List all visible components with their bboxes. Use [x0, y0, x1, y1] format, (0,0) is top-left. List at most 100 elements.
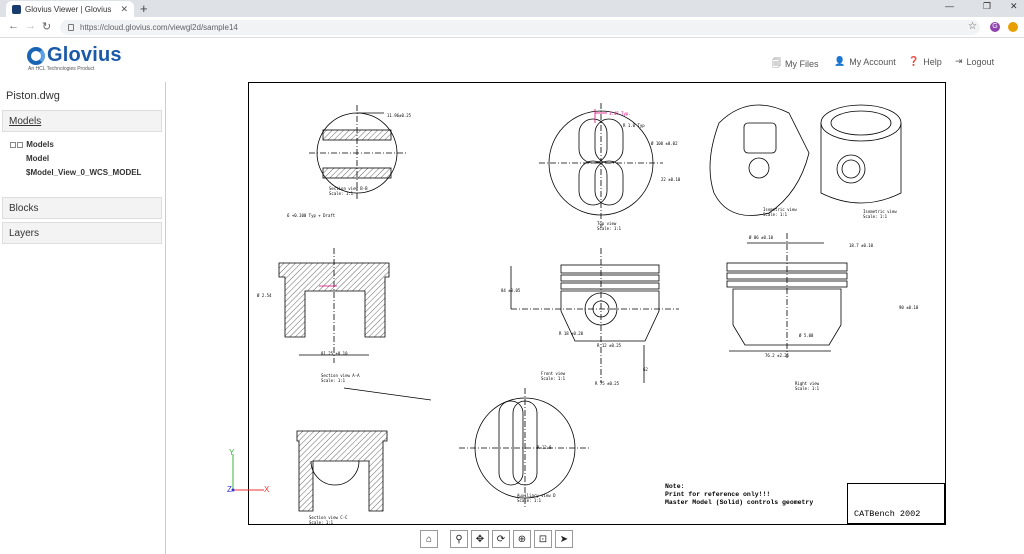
dim-label: R 18 ±0.20	[559, 331, 584, 336]
tree-item-model[interactable]: Model	[26, 154, 49, 163]
view-label: Front view	[541, 371, 566, 376]
new-tab-button[interactable]: +	[140, 1, 148, 16]
scale-label: Scale: 1:1	[309, 520, 334, 525]
dim-label: Ø 86 ±0.10	[749, 235, 774, 240]
zoom-window-button[interactable]: ⊡	[534, 530, 552, 548]
tree-item-model-label: Model	[26, 154, 50, 163]
home-button[interactable]: ⌂	[420, 530, 438, 548]
panel-models-header[interactable]: Models	[2, 110, 162, 132]
pan-icon: ✥	[475, 533, 485, 545]
nav-help-label: Help	[923, 56, 942, 67]
select-button[interactable]: ➤	[555, 530, 573, 548]
back-icon[interactable]: ←	[8, 20, 19, 32]
view-label: Right view	[795, 381, 820, 386]
browser-tab-strip: Glovius Viewer | Glovius ✕ + — ❐ ✕	[0, 0, 1024, 17]
scale-label: Scale: 1:1	[321, 378, 346, 383]
scale-label: Scale: 1:1	[863, 214, 888, 219]
brand-tagline: An HCL Technologies Product	[28, 66, 95, 72]
file-name: Piston.dwg	[6, 90, 60, 102]
dim-label: 81.25 ±0.10	[321, 351, 348, 356]
tree-root-label: Models	[26, 140, 54, 149]
url-field[interactable]: https://cloud.glovius.com/viewgl2d/sampl…	[60, 20, 980, 35]
nav-my-account[interactable]: 👤 My Account	[834, 56, 896, 67]
nav-logout[interactable]: ⇥ Logout	[955, 56, 994, 67]
files-icon: 🗐	[772, 58, 781, 68]
zoom-button[interactable]: ⚲	[450, 530, 468, 548]
axis-z-label: Z	[227, 485, 232, 494]
scale-label: Scale: 1:1	[541, 376, 566, 381]
models-checkbox[interactable]	[17, 141, 23, 148]
scale-label: Scale: 1:1	[517, 498, 542, 503]
app-header: Glovius An HCL Technologies Product 🗐 My…	[0, 38, 1024, 82]
tree-item-view-label: $Model_View_0_WCS_MODEL	[26, 168, 142, 177]
dim-label: 76.2 ±2.25	[765, 353, 790, 358]
title-block-text: CATBench 2002	[854, 509, 921, 519]
dim-label: 11.96±0.25	[387, 113, 412, 118]
note-line: Note:	[665, 483, 685, 490]
panel-layers-header[interactable]: Layers	[2, 222, 162, 244]
view-label: Auxiliary view D	[517, 493, 556, 498]
nav-my-account-label: My Account	[849, 56, 896, 67]
dim-label: R 12 ±0.25	[597, 343, 622, 348]
scale-label: Scale: 1:1	[597, 226, 622, 231]
browser-tab[interactable]: Glovius Viewer | Glovius ✕	[6, 1, 134, 17]
dim-label: Ø 5.08	[799, 333, 814, 338]
dim-label: R 1.0 Typ	[623, 123, 645, 128]
view-label: Section view A-A	[321, 373, 360, 378]
sidebar: Piston.dwg Models Models Model $Model_Vi…	[0, 82, 166, 554]
scale-label: Scale: 1:1	[795, 386, 820, 391]
axis-triad	[231, 454, 264, 492]
rotate-icon: ⟳	[496, 533, 506, 545]
view-label: Top view	[597, 221, 617, 226]
dim-label: 6 +0.100 Typ + Draft	[287, 213, 336, 218]
tree-item-view[interactable]: $Model_View_0_WCS_MODEL	[26, 168, 141, 177]
lock-icon	[68, 24, 74, 31]
zoom-fit-icon: ⊕	[517, 533, 527, 545]
expand-icon[interactable]	[10, 141, 16, 148]
pan-button[interactable]: ✥	[471, 530, 489, 548]
favicon-icon	[12, 4, 21, 14]
axis-y-label: Y	[229, 448, 235, 457]
view-label: Section view B-B	[329, 186, 368, 191]
view-label: Isometric view	[763, 207, 797, 212]
view-label: Isometric view	[863, 209, 897, 214]
axis-x-label: X	[264, 485, 270, 494]
minimize-icon[interactable]: —	[945, 1, 954, 11]
tree-root[interactable]: Models	[10, 140, 54, 149]
tab-close-icon[interactable]: ✕	[120, 3, 128, 14]
view-toolbar: ⌂ ⚲ ✥ ⟳ ⊕ ⊡ ➤	[420, 530, 576, 550]
zoom-icon: ⚲	[455, 533, 463, 545]
dim-label: R 75 ±0.25	[595, 381, 620, 386]
drawing-sheet[interactable]: 11.96±0.25 6 +0.100 Typ + Draft Section …	[248, 82, 946, 525]
forward-icon[interactable]: →	[25, 20, 36, 32]
panel-blocks-header[interactable]: Blocks	[2, 197, 162, 219]
bookmark-star-icon[interactable]: ☆	[968, 21, 977, 32]
zoom-fit-button[interactable]: ⊕	[513, 530, 531, 548]
glovius-logo[interactable]: Glovius	[27, 44, 122, 67]
nav-my-files-label: My Files	[785, 59, 819, 69]
restore-icon[interactable]: ❐	[983, 1, 992, 11]
extension-icon[interactable]	[1008, 22, 1018, 32]
rotate-button[interactable]: ⟳	[492, 530, 510, 548]
logout-icon: ⇥	[955, 56, 963, 66]
dim-label: R 12.8	[537, 445, 552, 450]
dim-label: 3.45 Typ.	[609, 111, 631, 116]
reload-icon[interactable]: ↻	[42, 21, 52, 33]
window-close-icon[interactable]: ✕	[1010, 1, 1018, 11]
note-line: Print for reference only!!!	[665, 491, 771, 498]
brand-name: Glovius	[47, 44, 122, 66]
note-line: Master Model (Solid) controls geometry	[665, 499, 814, 506]
scale-label: Scale: 1:1	[763, 212, 788, 217]
help-icon: ❓	[908, 56, 920, 66]
address-bar-row: ← → ↻ https://cloud.glovius.com/viewgl2d…	[0, 17, 1024, 38]
dim-label: 18.7 ±0.10	[849, 243, 874, 248]
nav-logout-label: Logout	[966, 56, 995, 67]
profile-avatar[interactable]: G	[990, 22, 1000, 32]
zoom-window-icon: ⊡	[538, 533, 548, 545]
nav-help[interactable]: ❓ Help	[908, 56, 942, 67]
dim-label: Ø 2.54	[257, 293, 272, 298]
scale-label: Scale: 1:1	[329, 191, 354, 196]
glovius-logo-icon	[27, 46, 45, 65]
nav-my-files[interactable]: 🗐 My Files	[772, 56, 819, 72]
dim-label: 62	[643, 367, 648, 372]
